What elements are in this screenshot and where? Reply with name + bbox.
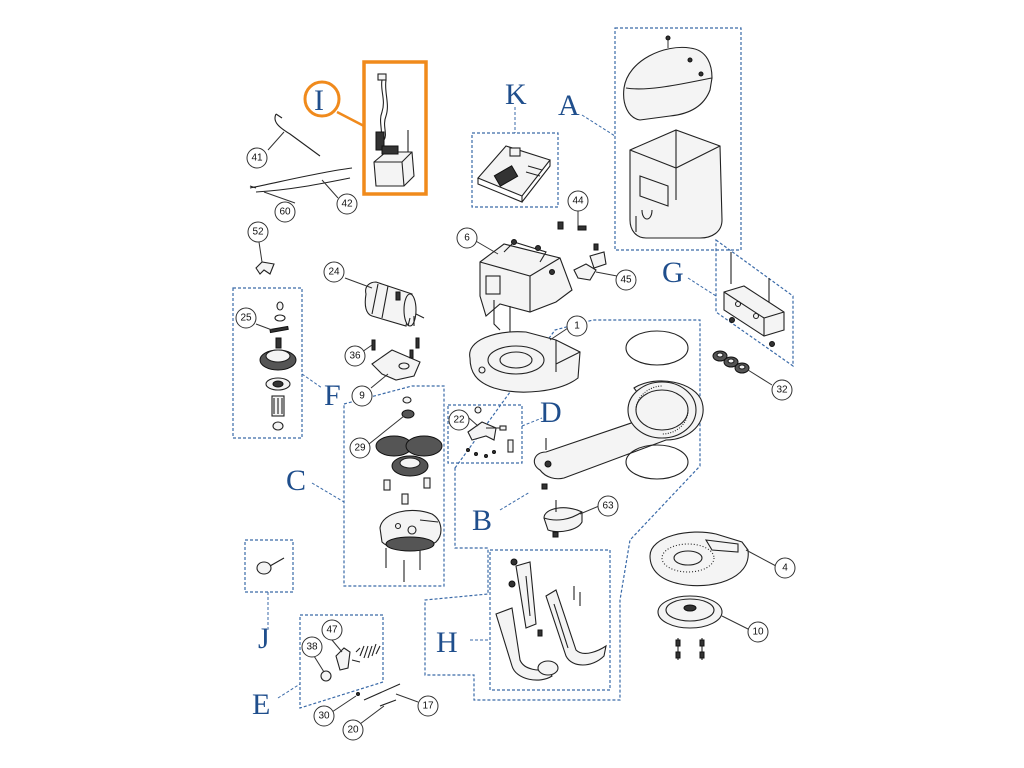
callout-36: 36 (344, 345, 366, 367)
part-microswitches (557, 221, 607, 281)
group-box-f (232, 287, 303, 439)
group-letter-labels: A K I G F D C B H J E (252, 78, 684, 721)
callout-52: 52 (247, 221, 269, 243)
group-leaders (267, 107, 717, 699)
callout-6: 6 (456, 227, 478, 249)
svg-text:47: 47 (326, 625, 338, 636)
group-label-c: C (286, 464, 306, 497)
callout-25: 25 (235, 307, 257, 329)
part-cam (543, 500, 583, 538)
group-box-c (343, 385, 445, 587)
part-gearbox-housing (479, 239, 573, 332)
callout-45: 45 (615, 269, 637, 291)
part-pulley (657, 595, 723, 660)
part-mounting-brackets-h (495, 558, 607, 681)
svg-text:17: 17 (422, 701, 434, 712)
part-main-arm (533, 330, 704, 490)
group-box-h (489, 549, 611, 691)
group-box-b (424, 319, 701, 701)
group-label-b: B (472, 504, 492, 537)
callout-20: 20 (342, 719, 364, 741)
group-label-f: F (324, 379, 341, 412)
svg-text:1: 1 (574, 321, 580, 332)
callout-32: 32 (771, 379, 793, 401)
callout-29: 29 (349, 437, 371, 459)
part-leaders (255, 131, 777, 725)
svg-text:32: 32 (776, 385, 788, 396)
group-label-d: D (540, 396, 562, 429)
part-cover-top (623, 35, 713, 121)
group-label-a: A (558, 89, 580, 122)
svg-text:6: 6 (464, 233, 470, 244)
callout-63: 63 (597, 495, 619, 517)
svg-text:24: 24 (328, 267, 340, 278)
group-label-g: G (662, 256, 684, 289)
part-transformer (373, 73, 415, 187)
svg-text:9: 9 (359, 391, 365, 402)
callout-4: 4 (774, 557, 796, 579)
group-label-j: J (258, 622, 270, 655)
svg-text:63: 63 (602, 501, 614, 512)
part-release-d (466, 406, 514, 458)
group-label-e: E (252, 688, 270, 721)
callout-10: 10 (747, 621, 769, 643)
callout-47: 47 (321, 619, 343, 641)
group-i-circle (303, 80, 341, 118)
part-control-board (477, 145, 551, 203)
callout-22: 22 (448, 409, 470, 431)
part-encoder-disk (649, 531, 749, 587)
callout-24: 24 (323, 261, 345, 283)
group-box-a (614, 27, 742, 251)
svg-text:25: 25 (240, 313, 252, 324)
svg-text:36: 36 (349, 351, 361, 362)
svg-text:38: 38 (306, 642, 318, 653)
svg-text:22: 22 (453, 415, 465, 426)
svg-text:4: 4 (782, 563, 788, 574)
group-box-g (715, 238, 794, 368)
svg-text:41: 41 (251, 153, 263, 164)
svg-text:30: 30 (318, 711, 330, 722)
callout-17: 17 (417, 695, 439, 717)
group-label-h: H (436, 626, 458, 659)
part-washers (712, 350, 750, 374)
callout-60: 60 (274, 201, 296, 223)
group-label-i: I (314, 84, 324, 117)
group-i-leader (336, 110, 365, 128)
callout-1: 1 (566, 315, 588, 337)
part-base (469, 331, 581, 393)
group-box-d (447, 404, 523, 464)
group-box-e (299, 614, 384, 709)
svg-text:10: 10 (752, 627, 764, 638)
svg-text:45: 45 (620, 275, 632, 286)
part-gear-stack-f (259, 301, 297, 431)
part-release-mechanism-e (320, 643, 381, 682)
group-label-k: K (505, 78, 527, 111)
svg-text:20: 20 (347, 725, 359, 736)
part-cables (249, 113, 353, 193)
callout-9: 9 (351, 385, 373, 407)
part-release-key (256, 557, 285, 575)
part-motor (364, 281, 425, 327)
svg-text:52: 52 (252, 227, 264, 238)
callout-38: 38 (301, 636, 323, 658)
callout-42: 41 (246, 147, 268, 169)
svg-text:42: 42 (341, 199, 353, 210)
svg-text:44: 44 (572, 196, 584, 207)
callout-30: 30 (313, 705, 335, 727)
parts (249, 35, 785, 707)
part-number-callouts: 41 60 42 52 24 25 36 9 29 22 6 44 45 1 3… (235, 147, 796, 741)
part-plate (371, 337, 421, 381)
part-gear-train-c (375, 396, 443, 582)
svg-text:60: 60 (279, 207, 291, 218)
svg-text:29: 29 (354, 443, 366, 454)
part-clip (255, 261, 275, 275)
part-housing (629, 129, 723, 239)
callout-41: 42 (336, 193, 358, 215)
part-pins (356, 683, 401, 707)
part-bracket-g (723, 252, 785, 347)
group-box-i-highlight (362, 60, 428, 196)
callout-44: 44 (567, 190, 589, 212)
